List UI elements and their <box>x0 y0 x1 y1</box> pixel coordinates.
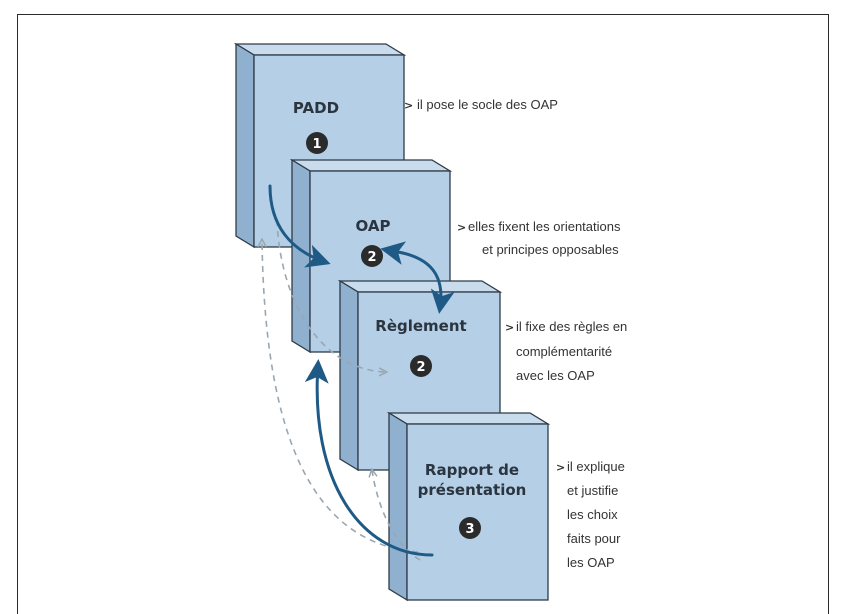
dashed-arrow-rapport-to-reglement <box>372 470 421 561</box>
badge-2-circle <box>410 355 432 377</box>
doc-title-reglement: Règlement <box>375 317 466 335</box>
arrow-padd-to-oap <box>268 184 331 268</box>
badge-number: 1 <box>312 137 321 152</box>
arrow-oap-reglement-bidirectional <box>380 241 455 314</box>
note-line: il explique <box>567 459 625 474</box>
note-padd: > il pose le socle des OAP <box>404 97 558 112</box>
note-arrow-marker: > <box>404 99 413 112</box>
note-line: les choix <box>567 507 618 522</box>
badge-3-circle <box>459 517 481 539</box>
badge-number: 3 <box>465 522 474 537</box>
dashed-arrow-oap-to-reglement <box>276 219 386 372</box>
reglement-label-group: Règlement 2 <box>375 317 467 377</box>
note-arrow-marker: > <box>505 321 514 334</box>
note-line: faits pour <box>567 531 621 546</box>
note-line: complémentarité <box>516 344 612 359</box>
note-line: les OAP <box>567 555 615 570</box>
note-arrow-marker: > <box>457 221 466 234</box>
document-rapport-de-presentation <box>386 411 551 602</box>
note-line: elles fixent les orientations <box>468 219 621 234</box>
diagram-frame <box>17 14 829 614</box>
badge-1-circle <box>306 132 328 154</box>
note-line: avec les OAP <box>516 368 595 383</box>
note-oap: > elles fixent les orientations et princ… <box>457 219 621 257</box>
padd-label-group: PADD 1 <box>293 99 339 154</box>
note-arrow-marker: > <box>556 461 565 474</box>
badge-2-circle <box>361 245 383 267</box>
doc-title-oap: OAP <box>356 217 391 235</box>
rapport-label-group: Rapport de présentation 3 <box>418 461 527 539</box>
note-line: et principes opposables <box>482 242 619 257</box>
note-line: il pose le socle des OAP <box>417 97 558 112</box>
doc-title-padd: PADD <box>293 99 339 117</box>
note-line: il fixe des règles en <box>516 319 627 334</box>
badge-number: 2 <box>367 250 376 265</box>
note-line: et justifie <box>567 483 618 498</box>
doc-title-rapport-line-1: Rapport de <box>425 461 519 479</box>
note-reglement: > il fixe des règles en complémentarité … <box>505 319 627 383</box>
oap-label-group: OAP 2 <box>356 217 391 267</box>
arrow-rapport-to-oap <box>304 359 434 557</box>
dashed-arrow-rapport-to-padd <box>262 240 419 553</box>
badge-number: 2 <box>416 360 425 375</box>
note-rapport: > il explique et justifie les choix fait… <box>556 459 625 570</box>
doc-title-rapport-line-2: présentation <box>418 481 527 499</box>
